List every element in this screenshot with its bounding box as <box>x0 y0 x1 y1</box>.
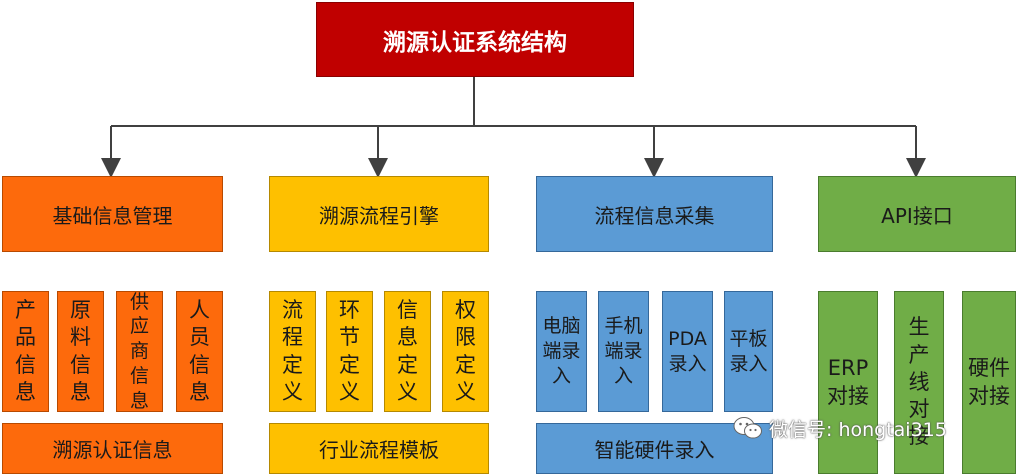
sub-node-label: 产品信息 <box>15 297 36 404</box>
root-node: 溯源认证系统结构 <box>316 2 634 77</box>
sub-node-label: 硬件对接 <box>968 356 1010 408</box>
category-label: API接口 <box>881 203 953 228</box>
sub-node: 平板录入 <box>724 291 773 412</box>
category-label: 基础信息管理 <box>52 203 173 228</box>
sub-node: 原料信息 <box>57 291 104 412</box>
category-info-collection: 流程信息采集 <box>536 176 773 252</box>
sub-node-label: 环节定义 <box>339 297 360 404</box>
group-bar-label: 智能硬件录入 <box>594 438 715 462</box>
wechat-watermark: 微信号: hongtai315 <box>733 410 947 446</box>
sub-node: 人员信息 <box>176 291 223 412</box>
sub-node-label: PDA录入 <box>668 327 707 375</box>
sub-node: 信息定义 <box>384 291 431 412</box>
sub-node-label: 平板录入 <box>729 327 768 375</box>
group-bar: 溯源认证信息 <box>2 423 223 474</box>
sub-node: 产品信息 <box>2 291 49 412</box>
category-api: API接口 <box>818 176 1016 252</box>
sub-node-label: 电脑端录入 <box>542 315 581 387</box>
category-label: 流程信息采集 <box>594 203 715 228</box>
sub-node: 生产线对接 <box>894 291 944 474</box>
sub-node-label: 流程定义 <box>282 297 303 404</box>
group-bar-label: 溯源认证信息 <box>52 438 173 462</box>
sub-node-label: 信息定义 <box>397 297 418 404</box>
category-trace-engine: 溯源流程引擎 <box>269 176 489 252</box>
wechat-icon <box>733 417 762 439</box>
sub-node-label: 手机端录入 <box>604 315 643 387</box>
sub-node-label: 供应商信息 <box>129 290 149 412</box>
sub-node: 权限定义 <box>442 291 489 412</box>
sub-node: 电脑端录入 <box>536 291 587 412</box>
sub-node-label: 人员信息 <box>189 297 210 404</box>
sub-node-label: 权限定义 <box>455 297 476 404</box>
category-label: 溯源流程引擎 <box>319 203 439 228</box>
category-basic-info: 基础信息管理 <box>2 176 223 252</box>
sub-node: ERP对接 <box>818 291 878 474</box>
sub-node-label: 原料信息 <box>70 297 91 404</box>
sub-node: 供应商信息 <box>116 291 163 412</box>
sub-node-label: ERP对接 <box>827 356 869 408</box>
sub-node: 硬件对接 <box>962 291 1016 474</box>
watermark-text: 微信号: hongtai315 <box>769 418 947 441</box>
sub-node: PDA录入 <box>662 291 713 412</box>
sub-node: 流程定义 <box>269 291 316 412</box>
root-node-label: 溯源认证系统结构 <box>383 29 567 56</box>
sub-node: 环节定义 <box>326 291 373 412</box>
sub-node-label: 生产线对接 <box>908 315 930 449</box>
sub-node: 手机端录入 <box>598 291 649 412</box>
group-bar: 行业流程模板 <box>269 423 489 474</box>
group-bar-label: 行业流程模板 <box>319 438 439 462</box>
group-bar: 智能硬件录入 <box>536 423 773 474</box>
